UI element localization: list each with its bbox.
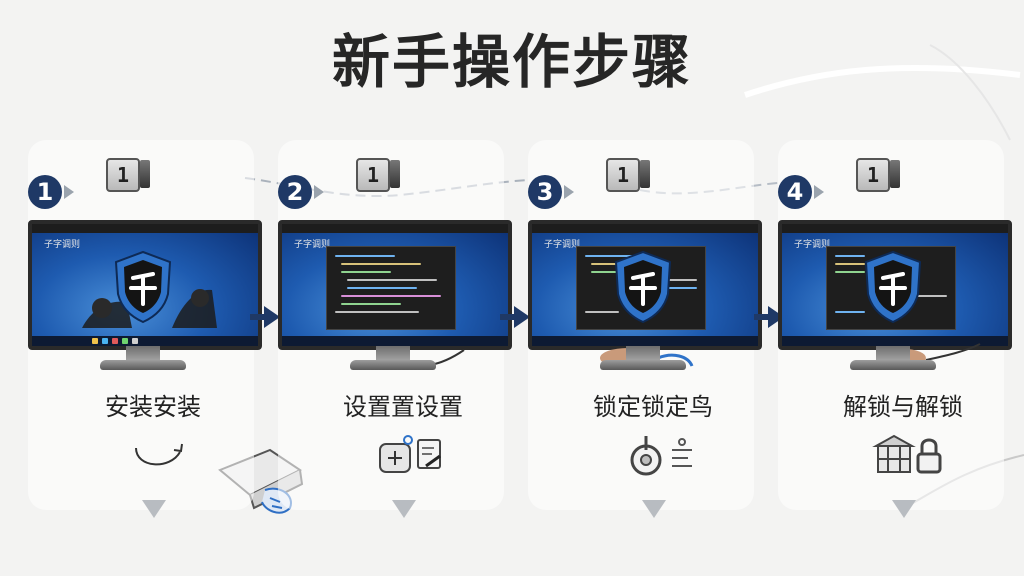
key-one-icon: 1 [856, 158, 890, 192]
key-one-icon: 1 [356, 158, 390, 192]
taskbar [32, 336, 258, 346]
hands-silhouette-icon [82, 289, 217, 328]
down-arrow-icon [392, 500, 416, 518]
padlock-icon [916, 438, 942, 474]
down-arrow-icon [642, 500, 666, 518]
lock-sub-icons [630, 436, 692, 476]
settings-sub-icons [379, 435, 441, 473]
window-titlebar [532, 224, 758, 233]
next-arrow-icon [500, 306, 530, 328]
taskbar [282, 336, 508, 346]
monitor: 子字调则 [778, 220, 1014, 372]
down-arrow-icon [892, 500, 916, 518]
monitor-stand [376, 346, 410, 362]
step-number-badge: 3 [528, 175, 562, 209]
badge-pointer-icon [314, 185, 324, 199]
monitor-screen: 子字调则 [778, 220, 1012, 350]
screen-app-title: 子字调则 [44, 240, 81, 250]
taskbar [782, 336, 1008, 346]
monitor-stand [876, 346, 910, 362]
monitor-base [350, 360, 436, 370]
step-number-badge: 2 [278, 175, 312, 209]
window-titlebar [282, 224, 508, 233]
step-label: 锁定锁定鸟 [593, 393, 713, 421]
window-titlebar [32, 224, 258, 233]
down-arrow-icon [142, 500, 166, 518]
monitor: 子字调则 [278, 220, 514, 372]
list-icon [672, 438, 692, 467]
monitor: 子字调则 [28, 220, 264, 372]
badge-pointer-icon [64, 185, 74, 199]
monitor-base [100, 360, 186, 370]
key-one-icon: 1 [606, 158, 640, 192]
step-2: 2 1 子字调则 设置置设置 [278, 150, 518, 540]
shield-logo-icon [114, 250, 172, 324]
add-box-icon [379, 435, 413, 473]
key-side-icon [640, 160, 650, 188]
step-label: 安装安装 [105, 393, 201, 421]
step-1: 1 1 子字调则 [28, 150, 268, 540]
next-arrow-icon [754, 306, 784, 328]
step-label: 解锁与解锁 [843, 393, 963, 421]
step-number-badge: 4 [778, 175, 812, 209]
screen-app-title: 子字调则 [544, 240, 581, 250]
key-side-icon [890, 160, 900, 188]
taskbar [532, 336, 758, 346]
window-titlebar [782, 224, 1008, 233]
monitor-base [850, 360, 936, 370]
monitor-base [600, 360, 686, 370]
unlock-sub-icons [872, 434, 942, 474]
grid-building-icon [872, 434, 916, 473]
shield-logo-icon [864, 250, 922, 324]
curved-arrow-icon [135, 443, 183, 466]
key-side-icon [140, 160, 150, 188]
monitor-screen: 子字调则 [28, 220, 262, 350]
step-4: 4 1 子字调则 解锁与解 [778, 150, 1018, 540]
lock-dial-icon [630, 436, 662, 476]
monitor: 子字调则 [528, 220, 764, 372]
badge-pointer-icon [564, 185, 574, 199]
step-number-badge: 1 [28, 175, 62, 209]
code-editor-window [326, 246, 456, 330]
monitor-screen: 子字调则 [278, 220, 512, 350]
next-arrow-icon [250, 306, 280, 328]
monitor-stand [626, 346, 660, 362]
step-label: 设置置设置 [343, 393, 463, 421]
key-one-icon: 1 [106, 158, 140, 192]
key-side-icon [390, 160, 400, 188]
document-edit-icon [417, 439, 441, 469]
page-title: 新手操作步骤 [331, 28, 692, 96]
monitor-stand [126, 346, 160, 362]
monitor-screen: 子字调则 [528, 220, 762, 350]
badge-pointer-icon [814, 185, 824, 199]
shield-logo-icon [614, 250, 672, 324]
step-3: 3 1 子字调则 [528, 150, 768, 540]
screen-app-title: 子字调则 [794, 240, 831, 250]
screen-app-title: 子字调则 [294, 240, 331, 250]
